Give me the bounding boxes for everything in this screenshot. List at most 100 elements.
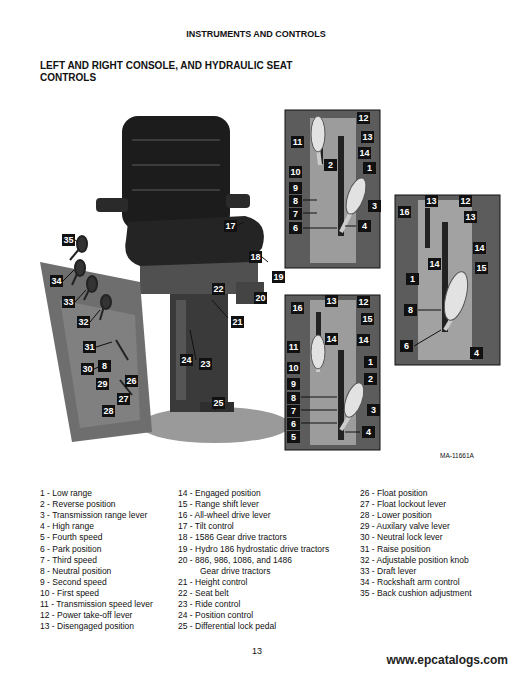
seat-photo [176, 300, 186, 400]
leader-line [63, 222, 268, 410]
key-entry: 24 - Position control [178, 610, 253, 621]
callout-number: 13 [325, 295, 338, 307]
key-entry: 30 - Neutral lock lever [360, 532, 443, 543]
key-entry: 15 - Range shift lever [178, 499, 259, 510]
key-entry: 35 - Back cushion adjustment [360, 588, 472, 599]
key-entry: 9 - Second speed [40, 577, 107, 588]
callout-number: 32 [77, 316, 90, 328]
callout-number: 3 [367, 404, 380, 416]
inset-photo [285, 110, 380, 268]
key-entry: 23 - Ride control [178, 599, 240, 610]
key-entry: 18 - 1586 Gear drive tractors [178, 532, 287, 543]
console-levers [87, 276, 97, 292]
seat-photo [60, 300, 140, 428]
key-entry: 21 - Height control [178, 577, 247, 588]
leader-line [345, 226, 356, 227]
callout-number: 22 [212, 283, 225, 295]
callout-number: 13 [361, 131, 374, 143]
callout-number: 19 [272, 271, 285, 283]
key-entry: 33 - Draft lever [360, 566, 416, 577]
page-title: INSTRUMENTS AND CONTROLS [0, 29, 512, 39]
inset-photo [285, 110, 500, 450]
callout-number: 12 [357, 296, 370, 308]
key-entry: 2 - Reverse position [40, 499, 116, 510]
leader-line [301, 200, 441, 432]
callout-number: 35 [62, 234, 75, 246]
leader-line [418, 310, 441, 311]
callout-number: 14 [473, 242, 486, 254]
key-entry: 28 - Lower position [360, 510, 432, 521]
key-entry: 16 - All-wheel drive lever [178, 510, 271, 521]
console-levers [101, 295, 111, 309]
callout-number: 11 [287, 341, 300, 353]
callout-number: 27 [117, 393, 130, 405]
key-entry: 20 - 886, 986, 1086, and 1486 Gear drive… [178, 555, 310, 577]
callout-number: 31 [83, 341, 96, 353]
callout-number: 4 [358, 220, 371, 232]
key-entry: 5 - Fourth speed [40, 532, 102, 543]
key-entry: 7 - Third speed [40, 555, 97, 566]
callout-number: 14 [358, 147, 371, 159]
callout-number: 14 [428, 258, 441, 270]
callout-number: 34 [50, 275, 63, 287]
callout-number: 8 [404, 304, 417, 316]
callout-number: 15 [475, 262, 488, 274]
callout-number: 1 [364, 356, 377, 368]
inset-photo [440, 269, 472, 322]
key-entry: 13 - Disengaged position [40, 621, 134, 632]
key-entry: 22 - Seat belt [178, 588, 229, 599]
seat-photo [40, 262, 152, 442]
leader-line [90, 310, 100, 322]
callout-number: 8 [98, 360, 111, 372]
callout-number: 4 [470, 347, 483, 359]
page-number: 13 [252, 646, 262, 656]
callout-number: 30 [81, 363, 94, 375]
seat-photo [125, 216, 264, 266]
key-entry: 6 - Park position [40, 544, 101, 555]
callout-number: 6 [287, 418, 300, 430]
key-entry: 25 - Differential lock pedal [178, 621, 276, 632]
callout-number: 9 [289, 182, 302, 194]
leader-line [212, 300, 228, 318]
key-entry: 4 - High range [40, 521, 94, 532]
callout-number: 2 [364, 373, 377, 385]
key-entry: 14 - Engaged position [178, 488, 261, 499]
key-entry: 17 - Tilt control [178, 521, 234, 532]
callout-number: 1 [363, 162, 376, 174]
callout-number: 3 [368, 200, 381, 212]
key-entry: 19 - Hydro 186 hydrostatic drive tractor… [178, 544, 329, 555]
callout-number: 2 [324, 159, 337, 171]
callout-number: 11 [291, 136, 304, 148]
figure-code: MA-11661A [440, 452, 474, 459]
key-entry: 31 - Raise position [360, 544, 430, 555]
leader-line [63, 270, 74, 281]
seat-photo [40, 116, 290, 443]
callout-number: 33 [62, 296, 75, 308]
seat-photo [140, 407, 290, 443]
callout-number: 14 [325, 333, 338, 345]
key-entry: 29 - Auxilary valve lever [360, 521, 450, 532]
callout-number: 4 [362, 426, 375, 438]
key-entry: 11 - Transmission speed lever [40, 599, 153, 610]
inset-photo [342, 175, 370, 216]
leader-line [303, 200, 317, 201]
callout-number: 12 [459, 195, 472, 207]
callout-number: 20 [254, 292, 267, 304]
inset-photo [340, 380, 367, 419]
inset-photo [311, 335, 325, 369]
console-levers [75, 260, 85, 276]
leader-line [301, 397, 337, 398]
callout-number: 5 [287, 431, 300, 443]
watermark: www.epcatalogs.com [386, 653, 508, 667]
key-entry: 10 - First speed [40, 588, 99, 599]
leader-line [303, 213, 317, 214]
seat-photo [96, 198, 128, 212]
callout-number: 16 [291, 302, 304, 314]
callout-number: 10 [287, 362, 300, 374]
callout-number: 28 [102, 405, 115, 417]
key-entry: 27 - Float lockout lever [360, 499, 446, 510]
leader-line [303, 228, 337, 229]
key-entry: 3 - Transmission range lever [40, 510, 147, 521]
callout-number: 12 [357, 112, 370, 124]
